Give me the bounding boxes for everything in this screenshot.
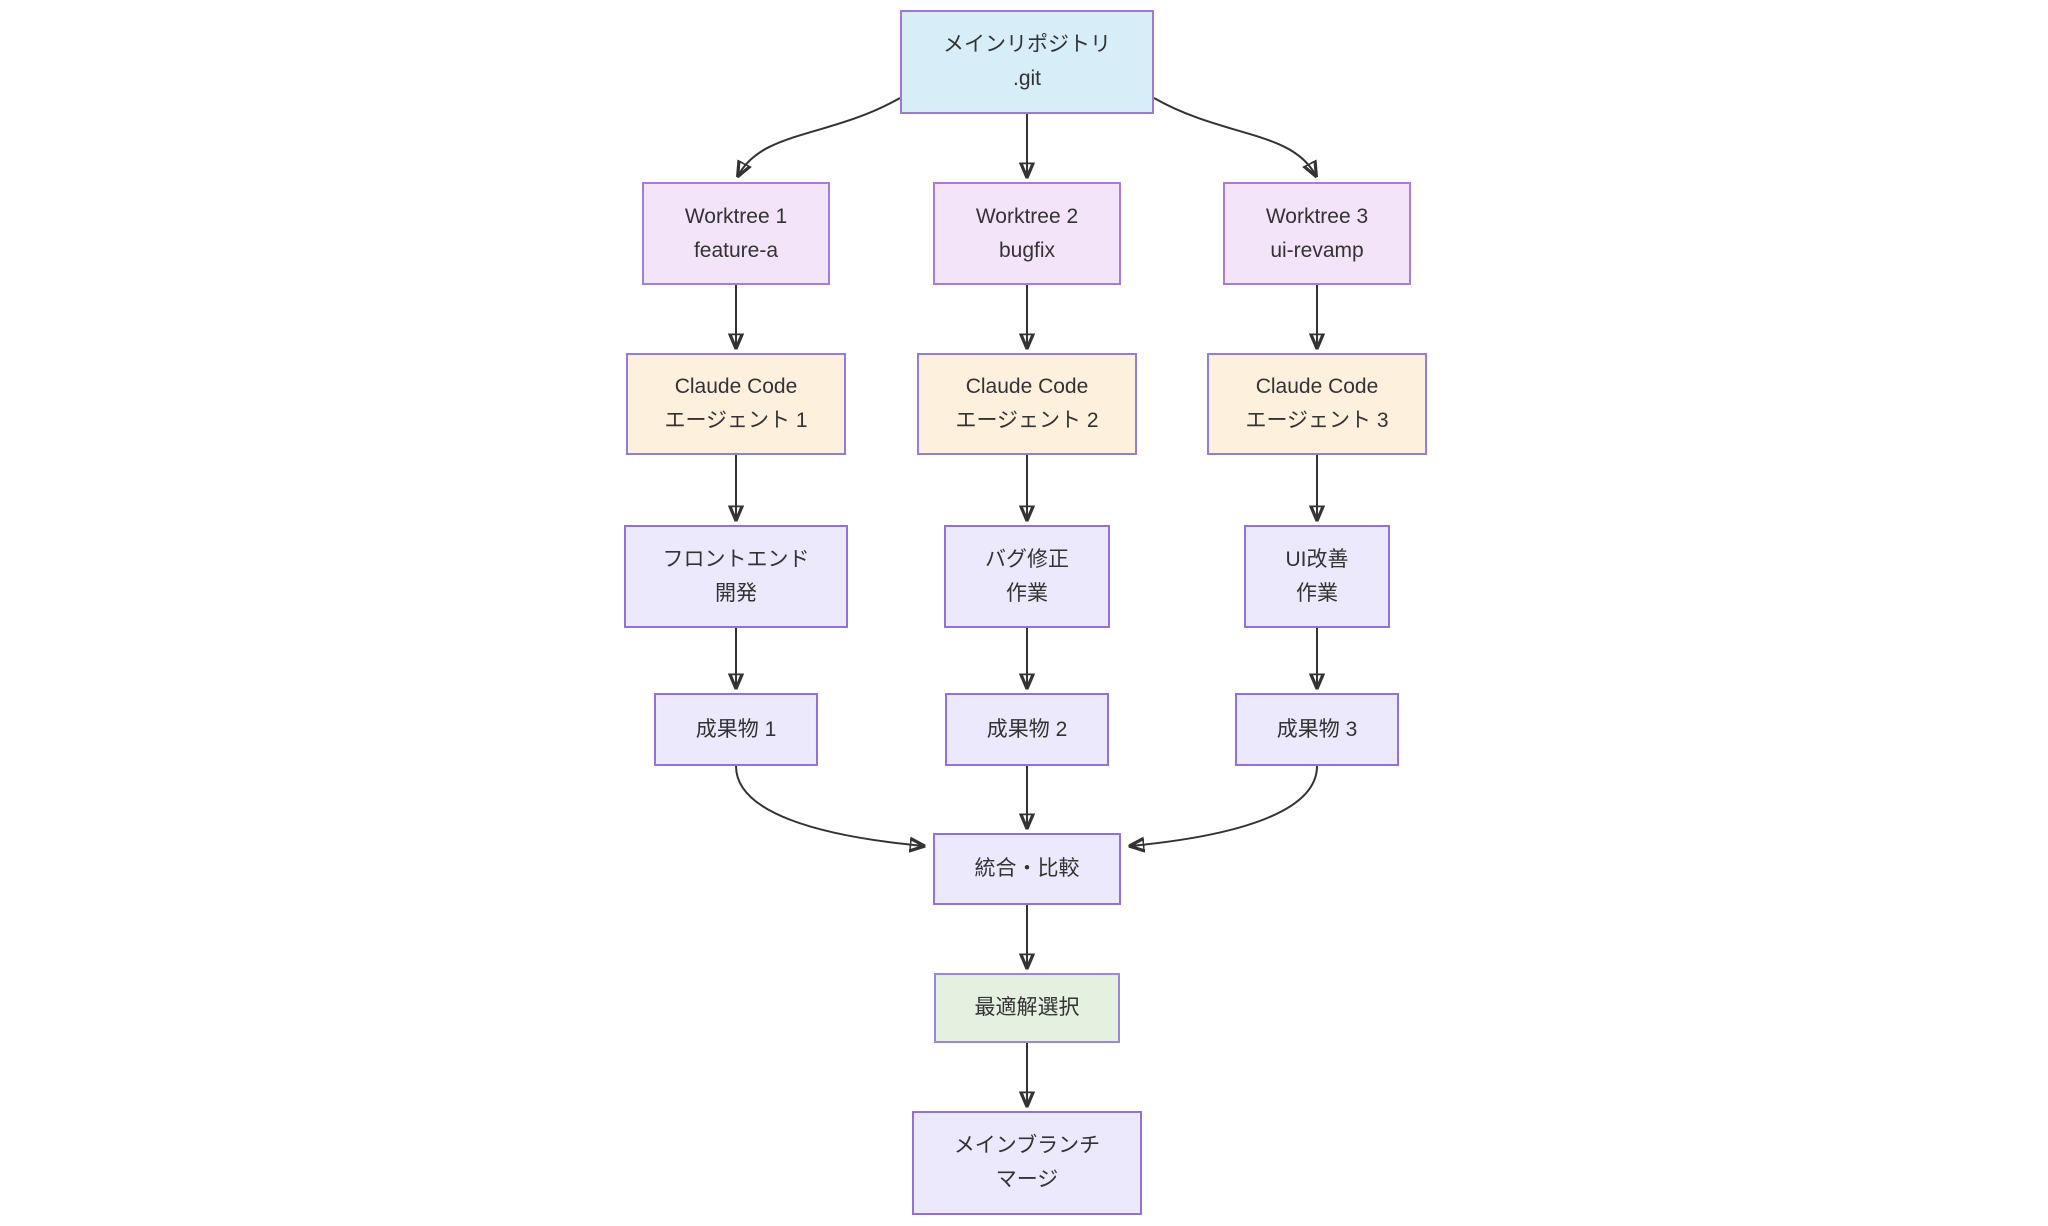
node-worktree-3: Worktree 3 ui-revamp bbox=[1223, 182, 1411, 285]
node-label-line: feature-a bbox=[693, 238, 779, 262]
node-select-best-solution: 最適解選択 bbox=[934, 973, 1120, 1043]
node-label-line: Claude Code bbox=[674, 375, 798, 398]
node-label-line: メインブランチ bbox=[953, 1134, 1101, 1157]
node-label-line: UI改善 bbox=[1285, 547, 1349, 571]
node-task-frontend-dev: フロントエンド 開発 bbox=[624, 525, 848, 628]
node-task-ui-improvement-work: UI改善 作業 bbox=[1244, 525, 1390, 628]
node-label-line: 成果物 3 bbox=[1276, 717, 1358, 741]
node-label-line: エージェント 1 bbox=[664, 409, 808, 432]
node-artifact-2: 成果物 2 bbox=[945, 693, 1109, 766]
edge-main-repo-to-worktree-3 bbox=[1153, 97, 1316, 176]
node-artifact-3: 成果物 3 bbox=[1235, 693, 1399, 766]
node-label-line: マージ bbox=[995, 1168, 1059, 1191]
edge-artifact-1-to-integrate bbox=[735, 765, 924, 846]
node-label-line: 作業 bbox=[1006, 581, 1048, 605]
node-claude-agent-1: Claude Code エージェント 1 bbox=[626, 353, 846, 455]
node-label-line: Claude Code bbox=[1255, 375, 1379, 398]
node-label-line: bugfix bbox=[998, 238, 1056, 262]
node-label-line: Claude Code bbox=[965, 375, 1089, 398]
node-label-line: エージェント 3 bbox=[1245, 409, 1389, 432]
node-main-branch-merge: メインブランチ マージ bbox=[912, 1111, 1142, 1215]
node-label-line: メインリポジトリ bbox=[943, 33, 1111, 56]
node-label-line: 成果物 1 bbox=[695, 717, 777, 741]
node-label-line: Worktree 1 bbox=[684, 204, 788, 228]
node-label-line: Worktree 3 bbox=[1265, 204, 1369, 228]
node-label-line: 作業 bbox=[1296, 581, 1338, 605]
node-label-line: 開発 bbox=[715, 581, 757, 605]
node-label-line: エージェント 2 bbox=[955, 409, 1099, 432]
node-label-line: ui-revamp bbox=[1270, 238, 1364, 262]
node-task-bugfix-work: バグ修正 作業 bbox=[944, 525, 1110, 628]
node-worktree-2: Worktree 2 bugfix bbox=[933, 182, 1121, 285]
node-integrate-compare: 統合・比較 bbox=[933, 833, 1121, 905]
node-label-line: 最適解選択 bbox=[974, 996, 1080, 1019]
node-claude-agent-3: Claude Code エージェント 3 bbox=[1207, 353, 1427, 455]
node-label-line: 成果物 2 bbox=[986, 717, 1068, 741]
node-label-line: .git bbox=[1012, 67, 1041, 90]
node-main-repo: メインリポジトリ .git bbox=[900, 10, 1154, 114]
node-claude-agent-2: Claude Code エージェント 2 bbox=[917, 353, 1137, 455]
node-label-line: フロントエンド bbox=[662, 547, 810, 571]
node-artifact-1: 成果物 1 bbox=[654, 693, 818, 766]
node-label-line: バグ修正 bbox=[985, 547, 1069, 571]
edge-main-repo-to-worktree-1 bbox=[738, 97, 901, 176]
node-label-line: Worktree 2 bbox=[975, 204, 1079, 228]
node-label-line: 統合・比較 bbox=[974, 857, 1080, 880]
edge-artifact-3-to-integrate bbox=[1130, 765, 1318, 846]
node-worktree-1: Worktree 1 feature-a bbox=[642, 182, 830, 285]
